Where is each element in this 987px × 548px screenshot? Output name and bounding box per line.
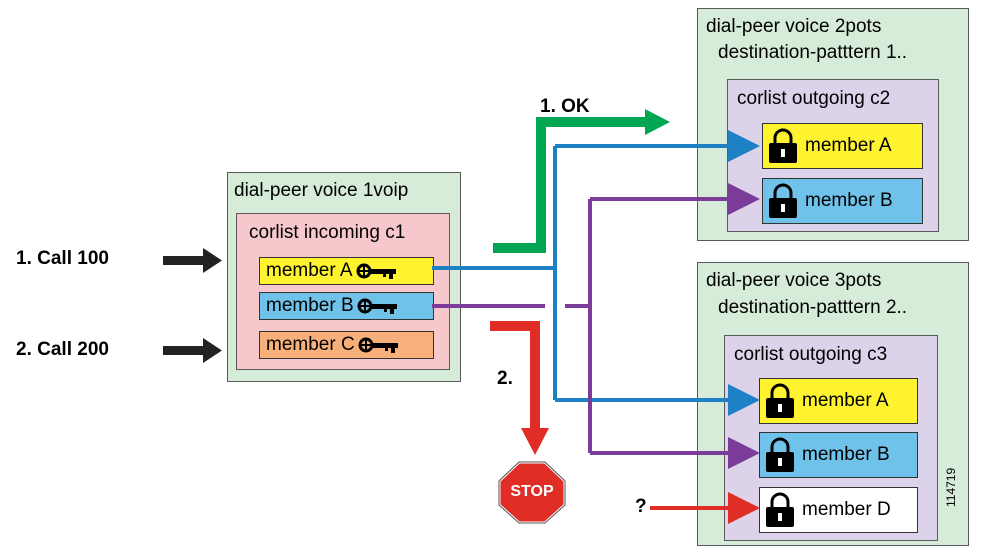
dest1-member-b: member B xyxy=(762,178,923,224)
source-member-c-label: member C xyxy=(266,334,355,355)
call-100-label: 1. Call 100 xyxy=(16,248,109,269)
lock-icon xyxy=(766,437,794,472)
destination-pattern-2-label: destination-patttern 2.. xyxy=(718,297,908,318)
corlist-outgoing-c2-label: corlist outgoing c2 xyxy=(737,88,891,109)
figure-id: 114719 xyxy=(944,467,958,507)
dest2-member-d-label: member D xyxy=(802,499,891,520)
dial-peer-1voip-label: dial-peer voice 1voip xyxy=(234,180,409,201)
ok-label: 1. OK xyxy=(540,96,590,117)
call-200-arrow xyxy=(163,338,222,363)
lock-icon xyxy=(769,128,797,163)
denied-label: 2. xyxy=(497,368,513,389)
dial-peer-1voip: dial-peer voice 1voip corlist incoming c… xyxy=(227,172,461,382)
ok-arrow xyxy=(493,109,670,253)
call-200-label: 2. Call 200 xyxy=(16,339,109,360)
dest2-member-d: member D xyxy=(759,487,918,533)
corlist-outgoing-c2: corlist outgoing c2 member A member B xyxy=(727,79,939,232)
dest1-member-b-label: member B xyxy=(805,190,893,211)
dial-peer-2pots-label: dial-peer voice 2pots xyxy=(706,16,882,37)
question-label: ? xyxy=(635,496,647,517)
corlist-incoming-c1: corlist incoming c1 member A member B xyxy=(236,213,450,370)
source-member-b-label: member B xyxy=(266,295,354,316)
source-member-b: member B xyxy=(259,292,434,320)
dial-peer-2pots: dial-peer voice 2pots destination-pattte… xyxy=(697,8,969,241)
dial-peer-3pots-label: dial-peer voice 3pots xyxy=(706,270,882,291)
key-icon xyxy=(357,298,397,314)
lock-icon xyxy=(766,383,794,418)
stop-sign-label: STOP xyxy=(510,483,554,500)
dest1-member-a-label: member A xyxy=(805,135,892,156)
corlist-outgoing-c3-label: corlist outgoing c3 xyxy=(734,344,888,365)
source-member-c: member C xyxy=(259,331,434,359)
source-member-a: member A xyxy=(259,257,434,285)
dest1-member-a: member A xyxy=(762,123,923,169)
lock-icon xyxy=(766,492,794,527)
dest2-member-b-label: member B xyxy=(802,444,890,465)
stop-sign-icon xyxy=(497,460,567,525)
member-a-connectors xyxy=(432,130,760,416)
source-member-a-label: member A xyxy=(266,260,353,281)
key-icon xyxy=(356,263,396,279)
dest2-member-a: member A xyxy=(759,378,918,424)
dest2-member-a-label: member A xyxy=(802,390,889,411)
key-icon xyxy=(358,337,398,353)
denied-arrow xyxy=(490,321,549,455)
member-b-connectors xyxy=(432,183,760,469)
corlist-incoming-c1-label: corlist incoming c1 xyxy=(249,222,406,243)
dest2-member-b: member B xyxy=(759,432,918,478)
destination-pattern-1-label: destination-patttern 1.. xyxy=(718,42,908,63)
lock-icon xyxy=(769,183,797,218)
call-100-arrow xyxy=(163,248,222,273)
